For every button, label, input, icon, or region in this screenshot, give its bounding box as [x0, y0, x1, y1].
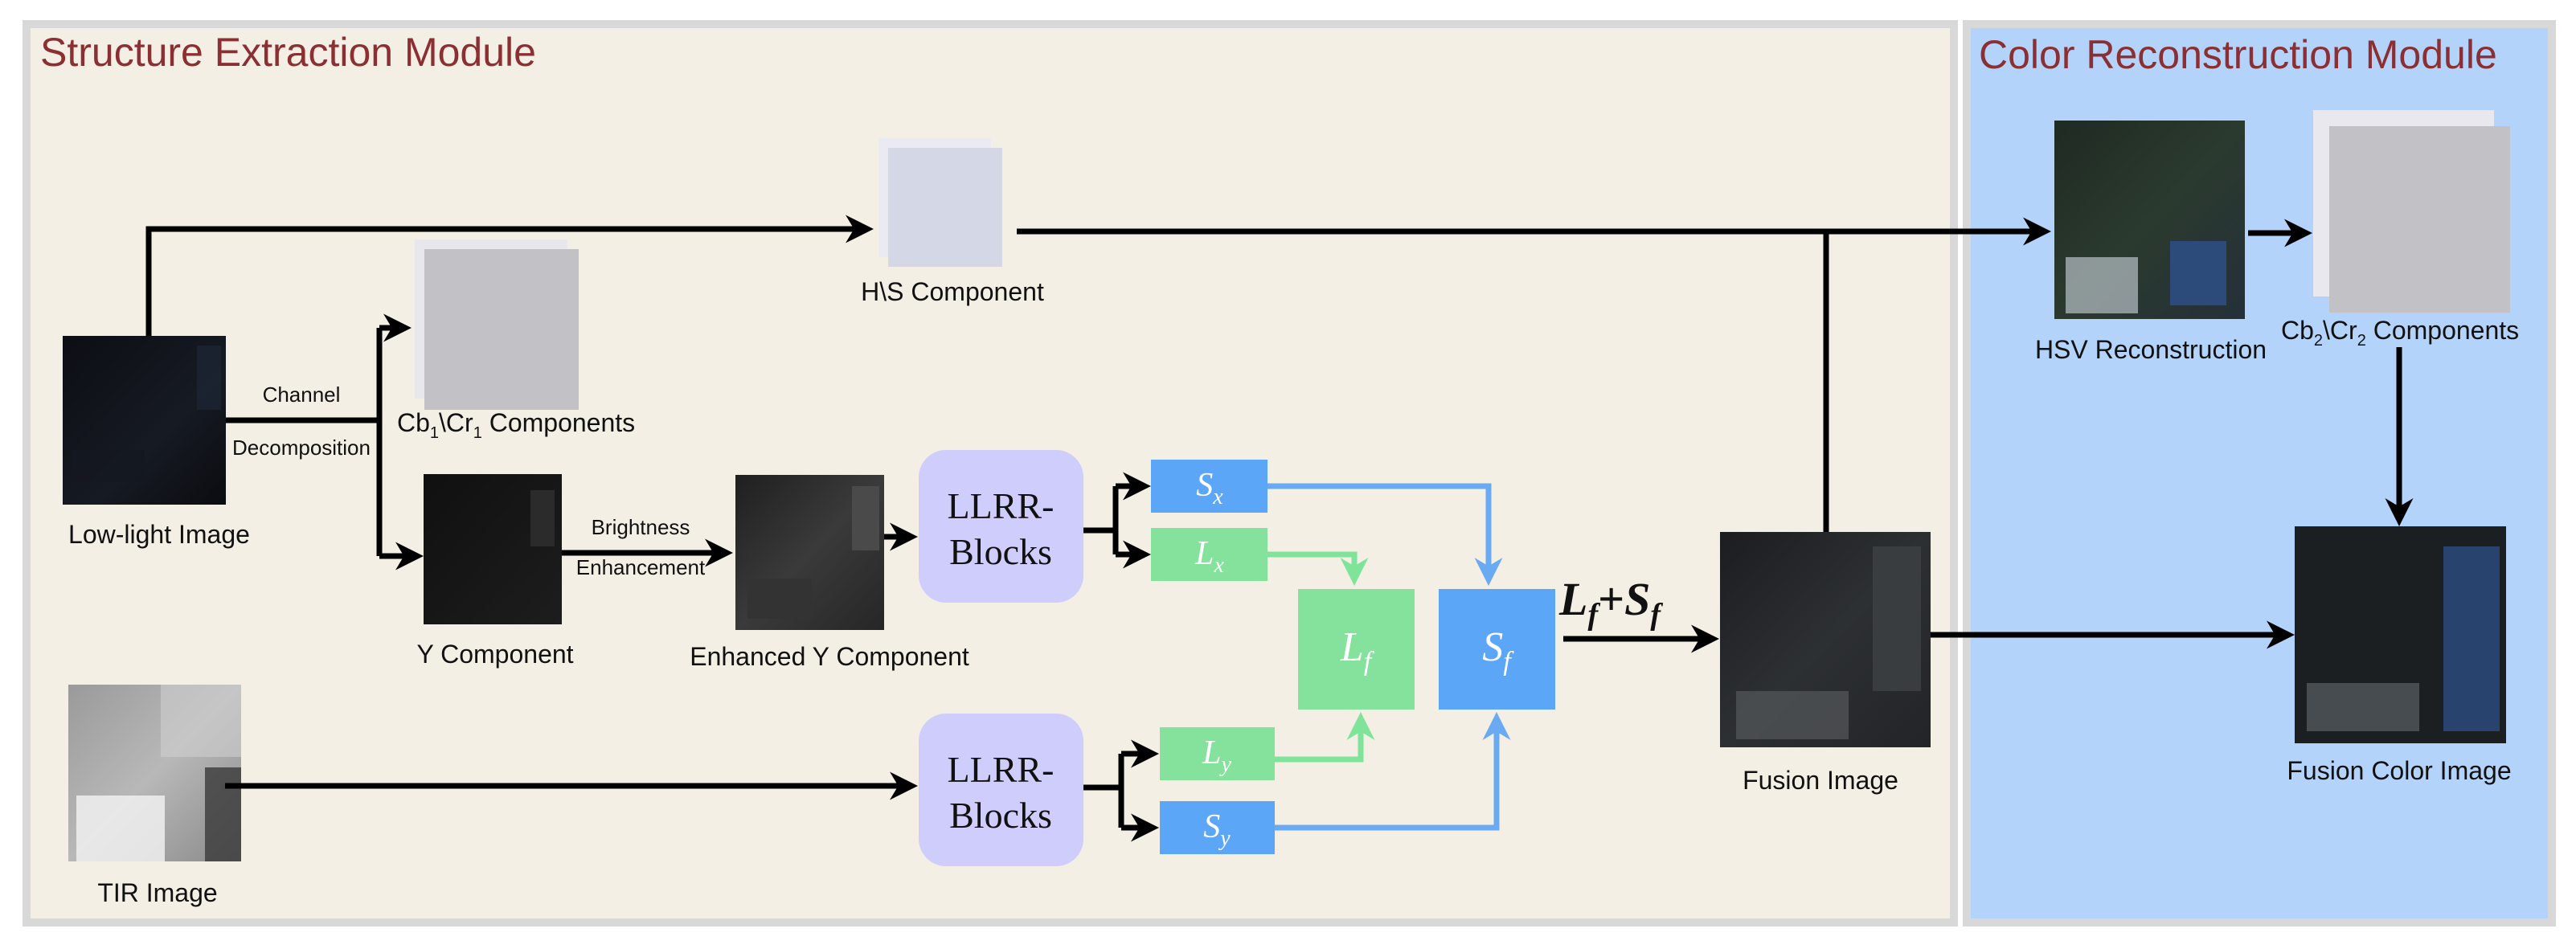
- llrr-block-bottom: LLRR- Blocks: [919, 714, 1083, 866]
- structure-module-title: Structure Extraction Module: [40, 30, 536, 75]
- svg-text:LLRR-: LLRR-: [948, 485, 1055, 526]
- sy-box: Sy: [1160, 801, 1275, 854]
- svg-text:Blocks: Blocks: [949, 795, 1052, 836]
- svg-text:Ly: Ly: [1202, 734, 1231, 777]
- color-module-title: Color Reconstruction Module: [1979, 32, 2497, 77]
- channel-label: Channel: [263, 382, 341, 407]
- hs-component-label: H\S Component: [861, 277, 1044, 306]
- lx-box: Lx: [1151, 528, 1268, 581]
- svg-text:Sx: Sx: [1196, 467, 1223, 509]
- fusion-image: [1720, 532, 1931, 747]
- enhanced-y-image: [735, 475, 884, 630]
- cbcr2-label: Cb2\Cr2 Components: [2281, 316, 2519, 350]
- cbcr1-label: Cb1\Cr1 Components: [397, 408, 635, 442]
- enhancement-label: Enhancement: [576, 555, 706, 579]
- black-connectors: [145, 215, 2414, 842]
- fusion-color-label: Fusion Color Image: [2287, 756, 2511, 785]
- low-light-image: [63, 336, 226, 505]
- lf-plus-sf-label: Lf+Sf: [1558, 573, 1663, 632]
- svg-text:Sy: Sy: [1203, 808, 1231, 851]
- fusion-color-image: [2295, 526, 2506, 743]
- enhanced-y-label: Enhanced Y Component: [690, 642, 969, 671]
- svg-text:LLRR-: LLRR-: [948, 749, 1055, 790]
- sx-box: Sx: [1151, 460, 1268, 513]
- low-light-label: Low-light Image: [68, 520, 250, 549]
- llrr-block-top: LLRR- Blocks: [919, 450, 1083, 603]
- y-component-image: [424, 474, 562, 624]
- hsv-reconstruction-label: HSV Reconstruction: [2035, 335, 2267, 364]
- sf-box: Sf: [1439, 589, 1555, 710]
- hsv-reconstruction-image: [2054, 121, 2245, 319]
- green-connectors: [1268, 551, 1375, 763]
- cbcr1-components-image: [415, 239, 579, 410]
- fusion-image-label: Fusion Image: [1743, 766, 1898, 795]
- y-component-label: Y Component: [416, 640, 573, 669]
- lf-box: Lf: [1298, 589, 1415, 710]
- decomposition-label: Decomposition: [232, 436, 371, 460]
- tir-image: [68, 685, 241, 861]
- cbcr2-components-image: [2313, 110, 2510, 313]
- svg-text:Lx: Lx: [1194, 535, 1224, 578]
- hs-component-image: [878, 138, 1002, 267]
- blue-connectors: [1268, 483, 1511, 831]
- ly-box: Ly: [1160, 727, 1275, 780]
- tir-label: TIR Image: [97, 878, 217, 907]
- brightness-label: Brightness: [592, 515, 690, 539]
- svg-text:Blocks: Blocks: [949, 531, 1052, 572]
